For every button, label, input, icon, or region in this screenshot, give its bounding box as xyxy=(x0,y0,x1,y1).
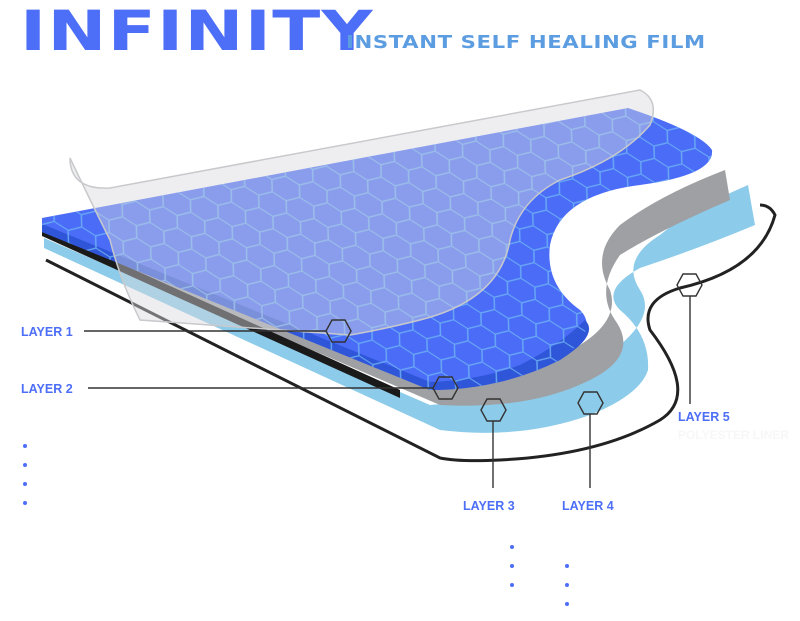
layer-5-marker xyxy=(676,273,703,297)
bullet-dot xyxy=(510,564,514,568)
bullet-dot xyxy=(23,463,27,467)
tagline: INSTANT SELF HEALING FILM xyxy=(346,32,706,53)
layer-5-label: LAYER 5 xyxy=(678,410,730,424)
brand-title: INFINITY xyxy=(20,0,374,63)
layer-1-marker xyxy=(325,319,352,343)
layer-3-marker xyxy=(480,398,507,422)
layer-2-label: LAYER 2 xyxy=(21,382,73,396)
layer-4-marker xyxy=(577,391,604,415)
bullet-dot xyxy=(565,602,569,606)
layer-5-shape xyxy=(45,203,777,463)
layer-4-shape xyxy=(44,185,755,433)
bullet-dot xyxy=(23,501,27,505)
layer-3-label: LAYER 3 xyxy=(463,499,515,513)
bullet-dot xyxy=(23,444,27,448)
layer-2-marker xyxy=(432,376,459,400)
layer-4-label: LAYER 4 xyxy=(562,499,614,513)
layer-5-description: POLYESTER LINER xyxy=(678,428,789,442)
bullet-dot xyxy=(565,564,569,568)
bullet-dot xyxy=(565,583,569,587)
bullet-dot xyxy=(23,482,27,486)
bullet-dot xyxy=(510,583,514,587)
bullet-dot xyxy=(510,545,514,549)
layer-1-label: LAYER 1 xyxy=(21,325,73,339)
clear-film-shape xyxy=(69,89,655,336)
